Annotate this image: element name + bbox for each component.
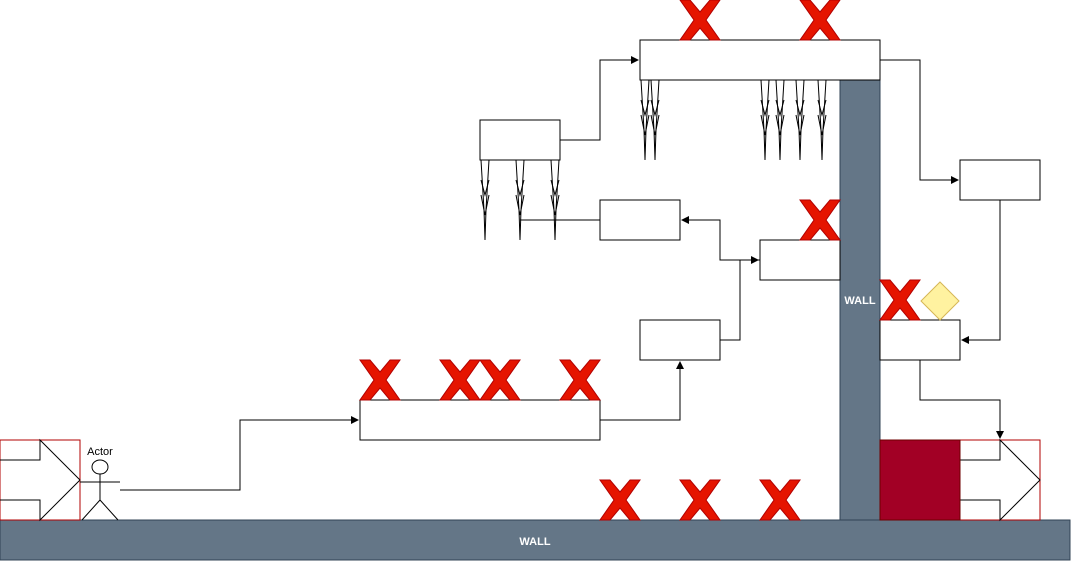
connector-mid-to-nearwall [720, 256, 759, 341]
vertical-wall-label: WALL [844, 295, 875, 307]
platform-right-upper [959, 159, 1041, 201]
actor-label: Actor [87, 446, 113, 458]
spikes-top-platform [640, 79, 827, 161]
connector-long-to-mid [600, 361, 684, 421]
diamond-collectible [920, 281, 960, 321]
connector-right-lower-to-exit [919, 360, 1004, 439]
platform-spiked-small [479, 119, 561, 161]
platform-near-wall [759, 239, 841, 281]
platform-top [639, 39, 881, 81]
connector-right-upper-to-right-lower [961, 200, 1001, 344]
floor-wall [0, 519, 1071, 561]
exit-arrow-shape [959, 438, 1041, 522]
floor-wall-label: WALL [519, 536, 550, 548]
connector-actor-to-long [120, 416, 359, 491]
connector-group [120, 56, 1004, 491]
platform-mid [639, 319, 721, 361]
goal-block [879, 439, 961, 521]
connector-nearwall-to-leftmid [681, 216, 760, 261]
spikes-small-platform [480, 159, 560, 241]
entry-arrow-shape [0, 438, 81, 522]
platform-long [359, 399, 601, 441]
platform-left-mid [599, 199, 681, 241]
actor-figure [80, 459, 120, 521]
connector-top-to-right-upper [880, 59, 959, 184]
connector-small-to-top [560, 56, 639, 141]
vertical-wall [839, 79, 881, 521]
platform-right-lower [879, 319, 961, 361]
